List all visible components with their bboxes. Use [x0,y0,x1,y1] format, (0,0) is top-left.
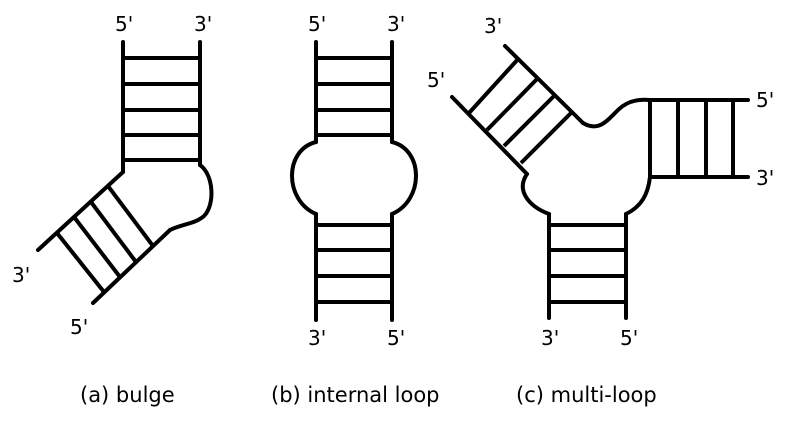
base-pair [502,93,557,148]
multi-loop-panel: 3' 5' 5' 3' 3' 5' (c) multi-loop [427,14,774,407]
internal-loop-right-arc [390,140,418,216]
multi-loop-upper-left-5prime-label: 5' [427,68,445,92]
multi-loop-bottom-3prime-label: 3' [541,326,559,350]
base-pair [89,200,138,264]
base-pair [72,215,122,279]
internal-loop-top-helix [314,40,394,144]
internal-loop-left-arc [290,140,318,216]
base-pair [55,231,106,294]
multi-loop-upper-left-3prime-label: 3' [484,14,502,38]
internal-loop-caption: (b) internal loop [271,383,440,407]
base-pair [467,56,521,115]
bulge-lower-3prime-label: 3' [12,263,30,287]
internal-loop-top-5prime-label: 5' [308,12,326,36]
multi-loop-upper-left-outer-strand [450,95,529,176]
internal-loop-bottom-5prime-label: 5' [387,326,405,350]
multi-loop-upper-left-helix [450,44,585,176]
internal-loop-panel: 5' 3' 3' 5' (b) internal loop [271,12,440,407]
internal-loop-top-3prime-label: 3' [387,12,405,36]
multi-loop-right-5prime-label: 5' [756,88,774,112]
base-pair [519,110,574,165]
bulge-lower-5prime-label: 5' [70,315,88,339]
bulge-lower-inner-strand [91,228,172,305]
bulge-panel: 5' 3' 3' 5' (a) bulge [12,12,214,407]
bulge-lower-outer-strand [36,170,125,252]
multi-loop-upper-right-junction [581,97,652,129]
internal-loop-bottom-3prime-label: 3' [308,326,326,350]
multi-loop-bottom-helix [547,212,628,320]
bulge-top-3prime-label: 3' [194,12,212,36]
multi-loop-caption: (c) multi-loop [516,383,657,407]
base-pair [106,184,155,248]
bulge-lower-helix [36,170,172,305]
base-pair [485,76,540,132]
multi-loop-bottom-5prime-label: 5' [620,326,638,350]
bulge-loop [168,163,214,232]
multi-loop-right-helix [648,98,750,179]
bulge-top-helix [121,40,202,174]
multi-loop-right-3prime-label: 3' [756,166,774,190]
bulge-caption: (a) bulge [80,383,175,407]
multi-loop-left-junction [520,172,551,216]
multi-loop-right-junction [624,175,652,216]
internal-loop-bottom-helix [314,212,394,322]
bulge-top-5prime-label: 5' [115,12,133,36]
